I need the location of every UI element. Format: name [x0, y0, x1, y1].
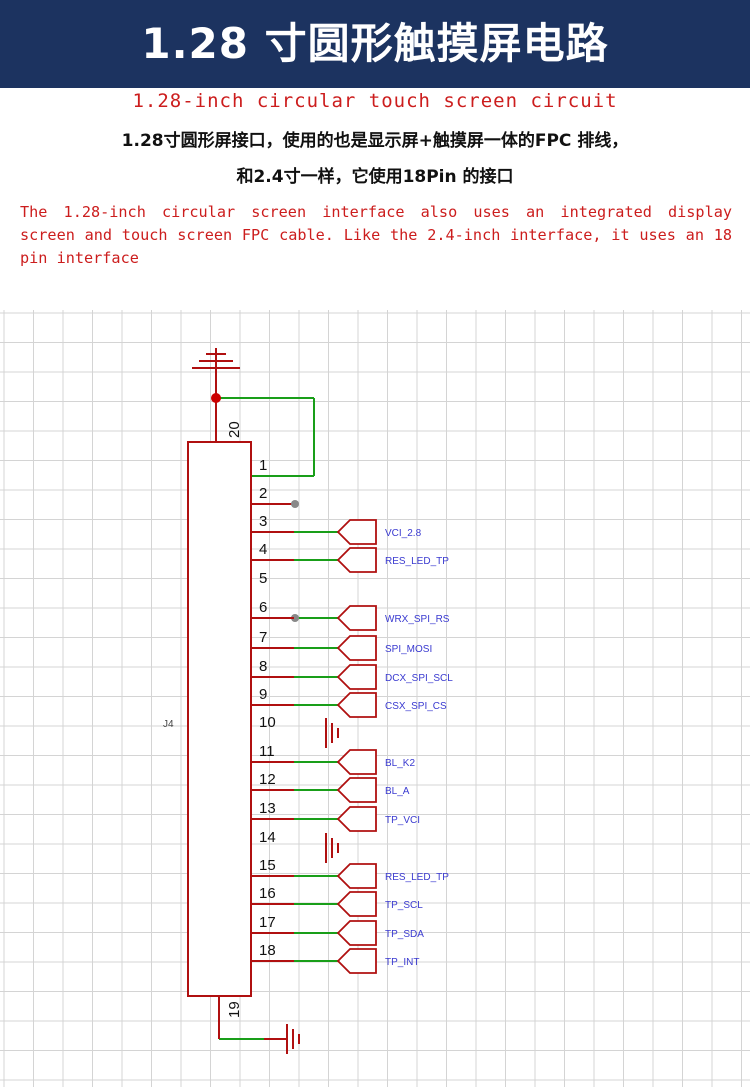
- net-flag: [336, 635, 377, 661]
- subtitle-english: 1.28-inch circular touch screen circuit: [132, 90, 618, 112]
- pin-number: 9: [259, 686, 267, 703]
- pin-number: 3: [259, 513, 267, 530]
- no-connect-dot: [291, 500, 299, 508]
- connector-body: [187, 441, 252, 997]
- net-label: BL_A: [385, 786, 410, 797]
- net-label: CSX_SPI_CS: [385, 701, 447, 712]
- net-label: WRX_SPI_RS: [385, 614, 450, 625]
- pin-number: 17: [259, 914, 276, 931]
- pin-number: 11: [259, 743, 275, 760]
- pin-number: 7: [259, 629, 267, 646]
- net-label: DCX_SPI_SCL: [385, 673, 453, 684]
- description-chinese-line-2: 和2.4寸一样，它使用18Pin 的接口: [236, 167, 514, 187]
- schematic-diagram: J4 20 19 123456789101112131415161718VCI_…: [0, 310, 750, 1087]
- schematic-wires: [216, 397, 338, 1040]
- page-title: 1.28 寸圆形触摸屏电路: [141, 19, 609, 68]
- pin-number: 12: [259, 771, 276, 788]
- pin-number: 6: [259, 599, 267, 616]
- pin-number-bottom: 19: [226, 1001, 243, 1018]
- pin-number-top: 20: [226, 421, 243, 438]
- net-label: TP_INT: [385, 957, 419, 968]
- pin-number: 15: [259, 857, 276, 874]
- net-flag: [336, 605, 377, 631]
- net-flag: [336, 891, 377, 917]
- schematic-component: [187, 348, 377, 1054]
- title-banner: 1.28 寸圆形触摸屏电路: [0, 0, 750, 88]
- net-flag: [336, 749, 377, 775]
- net-label: SPI_MOSI: [385, 644, 432, 655]
- pin-number: 16: [259, 885, 276, 902]
- pin-number: 1: [259, 457, 267, 474]
- net-flag: [336, 806, 377, 832]
- connector-designator: J4: [163, 719, 174, 730]
- description-chinese-line-1: 1.28寸圆形屏接口，使用的也是显示屏+触摸屏一体的FPC 排线，: [121, 131, 629, 151]
- net-label: TP_SDA: [385, 929, 424, 940]
- pin-number: 4: [259, 541, 267, 558]
- net-flag: [336, 863, 377, 889]
- schematic-labels: J4 20 19 123456789101112131415161718VCI_…: [163, 421, 453, 1018]
- net-label: RES_LED_TP: [385, 872, 449, 883]
- no-connect-dot: [291, 614, 299, 622]
- net-label: TP_SCL: [385, 900, 423, 911]
- net-flag: [336, 948, 377, 974]
- junction-dot: [211, 393, 221, 403]
- pin-number: 18: [259, 942, 276, 959]
- net-flag: [336, 692, 377, 718]
- net-flag: [336, 777, 377, 803]
- net-flag: [336, 664, 377, 690]
- pin-number: 14: [259, 829, 276, 846]
- description-english: The 1.28-inch circular screen interface …: [20, 203, 732, 267]
- pin-number: 10: [259, 714, 276, 731]
- pin-number: 2: [259, 485, 267, 502]
- net-flag: [336, 547, 377, 573]
- pin-number: 5: [259, 570, 267, 587]
- net-label: BL_K2: [385, 758, 415, 769]
- pin-number: 8: [259, 658, 267, 675]
- net-label: TP_VCI: [385, 815, 420, 826]
- net-flag: [336, 519, 377, 545]
- pin-number: 13: [259, 800, 276, 817]
- net-label: VCI_2.8: [385, 528, 422, 539]
- net-label: RES_LED_TP: [385, 556, 449, 567]
- net-flag: [336, 920, 377, 946]
